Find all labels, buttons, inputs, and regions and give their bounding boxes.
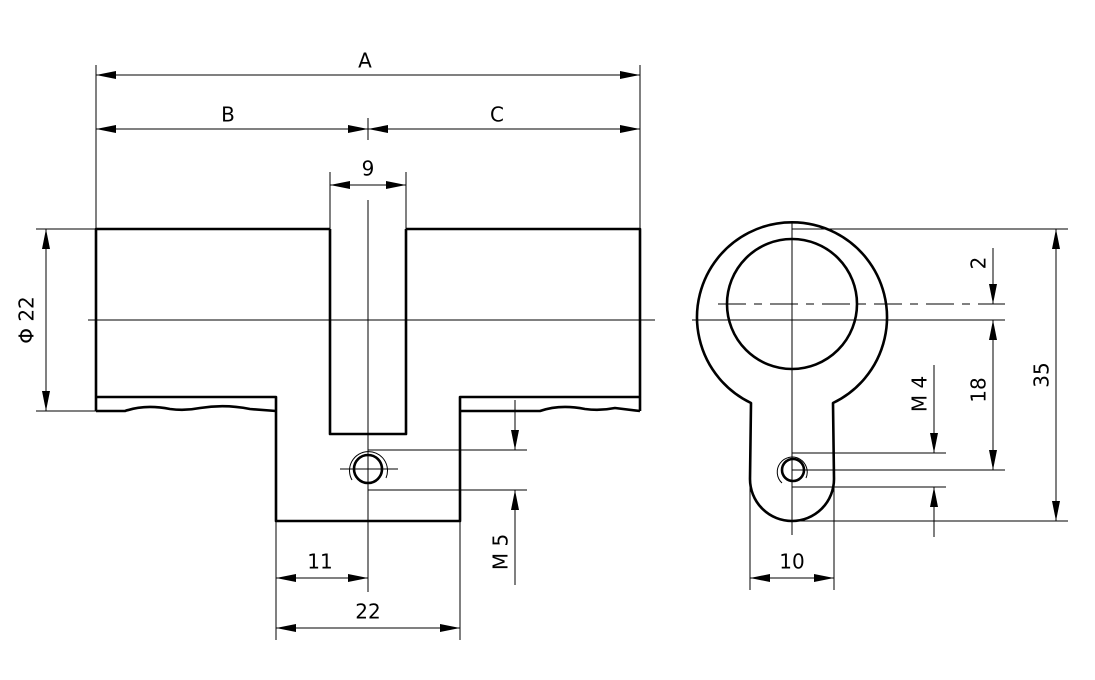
dimension-label-total-height: 35 bbox=[1030, 362, 1054, 387]
dimension-label-diameter: Φ 22 bbox=[15, 296, 39, 344]
dimension-label-thread: M 4 bbox=[908, 376, 932, 412]
dimension-label-a: A bbox=[358, 49, 372, 73]
thread-arc bbox=[776, 456, 808, 484]
dimension-label-thread: M 5 bbox=[489, 534, 513, 570]
dimension-label-hole-offset: 11 bbox=[307, 550, 332, 574]
break-line-left bbox=[96, 404, 277, 413]
dimension-label-b: B bbox=[221, 103, 235, 127]
thread-arc bbox=[349, 451, 388, 481]
break-line-right bbox=[460, 405, 641, 413]
dimension-label-tab-width: 10 bbox=[779, 550, 804, 574]
front-view: A B C 9 Φ 22 11 22 M 5 bbox=[15, 49, 655, 640]
dimension-label-offset: 2 bbox=[967, 257, 991, 270]
dimension-label-c: C bbox=[490, 103, 504, 127]
dimension-label-hole-distance: 18 bbox=[967, 377, 991, 402]
dimension-label-lower-width: 22 bbox=[355, 600, 380, 624]
profile-outline bbox=[695, 221, 889, 523]
side-view: 35 2 18 M 4 10 bbox=[692, 221, 1068, 590]
dimension-label-cam-width: 9 bbox=[362, 157, 375, 181]
